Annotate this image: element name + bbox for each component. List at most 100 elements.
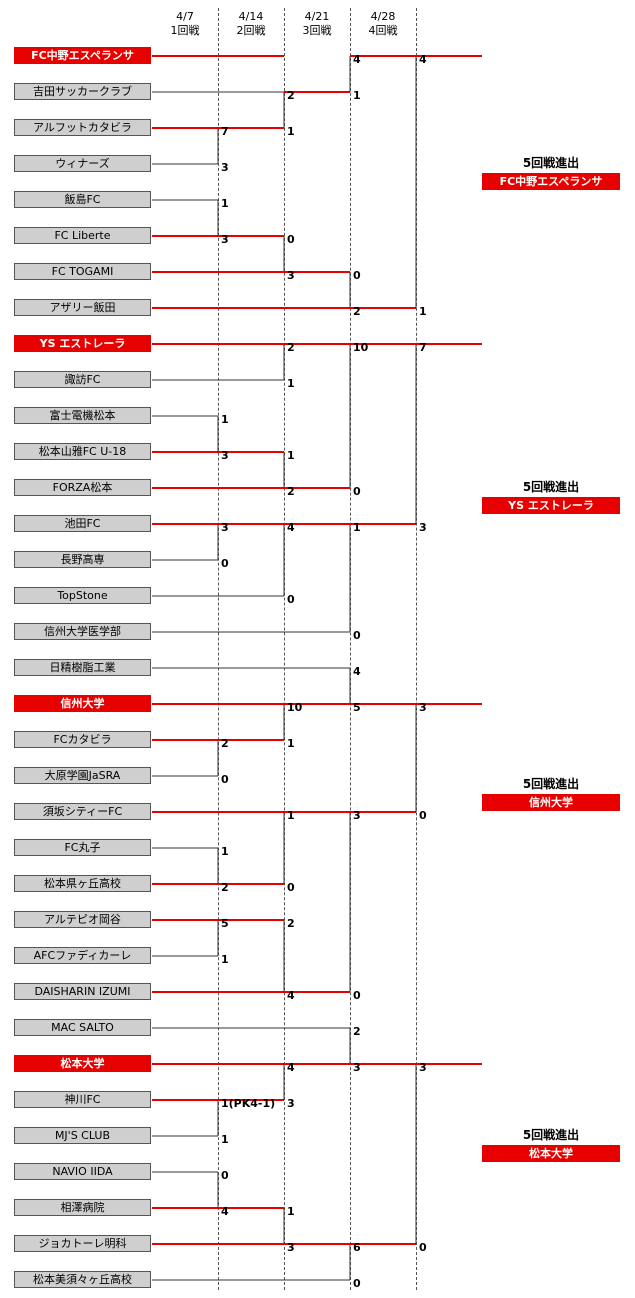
score-label: 1 [221, 953, 229, 966]
advanced-team[interactable]: 信州大学 [482, 794, 620, 811]
advanced-team[interactable]: FC中野エスペランサ [482, 173, 620, 190]
team-box[interactable]: 信州大学医学部 [14, 623, 151, 640]
score-label: 4 [221, 1205, 229, 1218]
score-label: 1(PK4-1) [221, 1097, 276, 1110]
score-label: 4 [287, 989, 295, 1002]
score-label: 0 [353, 989, 361, 1002]
score-label: 1 [419, 305, 427, 318]
advance-label: 5回戦進出 [522, 156, 580, 170]
team-box[interactable]: 須坂シティーFC [14, 803, 151, 820]
round-date: 4/21 [304, 10, 330, 23]
round-divider [416, 8, 417, 1290]
team-box[interactable]: FC TOGAMI [14, 263, 151, 280]
score-label: 2 [221, 737, 229, 750]
score-label: 3 [353, 809, 361, 822]
team-box[interactable]: アルテピオ岡谷 [14, 911, 151, 928]
team-box[interactable]: アルフットカタビラ [14, 119, 151, 136]
team-box[interactable]: 富士電機松本 [14, 407, 151, 424]
score-label: 4 [287, 1061, 295, 1074]
team-box[interactable]: 飯島FC [14, 191, 151, 208]
score-label: 7 [221, 125, 229, 138]
score-label: 0 [353, 485, 361, 498]
score-label: 3 [419, 701, 427, 714]
score-label: 3 [353, 1061, 361, 1074]
team-box[interactable]: FORZA松本 [14, 479, 151, 496]
team-box[interactable]: FCカタビラ [14, 731, 151, 748]
round-date: 4/7 [176, 10, 194, 23]
team-box[interactable]: MJ'S CLUB [14, 1127, 151, 1144]
team-box[interactable]: 松本山雅FC U-18 [14, 443, 151, 460]
score-label: 0 [353, 269, 361, 282]
score-label: 10 [353, 341, 369, 354]
advanced-team[interactable]: 松本大学 [482, 1145, 620, 1162]
team-box[interactable]: 松本大学 [14, 1055, 151, 1072]
team-box[interactable]: 松本県ヶ丘高校 [14, 875, 151, 892]
score-label: 3 [287, 269, 295, 282]
round-header-4: 4/28 4回戦 [353, 10, 413, 38]
score-label: 2 [353, 305, 361, 318]
score-label: 7 [419, 341, 427, 354]
team-box[interactable]: 信州大学 [14, 695, 151, 712]
score-label: 5 [353, 701, 361, 714]
score-label: 3 [221, 233, 229, 246]
score-label: 1 [287, 449, 295, 462]
team-box[interactable]: TopStone [14, 587, 151, 604]
round-divider [284, 8, 285, 1290]
round-divider [350, 8, 351, 1290]
score-label: 0 [353, 629, 361, 642]
team-box[interactable]: 大原学園JaSRA [14, 767, 151, 784]
score-label: 1 [221, 1133, 229, 1146]
round-header-3: 4/21 3回戦 [287, 10, 347, 38]
score-label: 1 [287, 737, 295, 750]
score-label: 0 [419, 1241, 427, 1254]
team-box[interactable]: 松本美須々ヶ丘高校 [14, 1271, 151, 1288]
round-date: 4/14 [238, 10, 264, 23]
team-box[interactable]: 吉田サッカークラブ [14, 83, 151, 100]
team-box[interactable]: FC丸子 [14, 839, 151, 856]
team-box[interactable]: ウィナーズ [14, 155, 151, 172]
team-box[interactable]: FC中野エスペランサ [14, 47, 151, 64]
team-box[interactable]: ジョカトーレ明科 [14, 1235, 151, 1252]
team-box[interactable]: アザリー飯田 [14, 299, 151, 316]
advance-label: 5回戦進出 [522, 480, 580, 494]
score-label: 1 [287, 1205, 295, 1218]
score-label: 0 [353, 1277, 361, 1290]
score-label: 10 [287, 701, 303, 714]
score-label: 1 [287, 809, 295, 822]
score-label: 3 [221, 521, 229, 534]
score-label: 2 [287, 89, 295, 102]
team-box[interactable]: FC Liberte [14, 227, 151, 244]
advance-block-4: 5回戦進出 松本大学 [482, 1128, 620, 1162]
advance-block-2: 5回戦進出 YS エストレーラ [482, 480, 620, 514]
team-box[interactable]: MAC SALTO [14, 1019, 151, 1036]
score-label: 2 [353, 1025, 361, 1038]
score-label: 4 [287, 521, 295, 534]
team-box[interactable]: 長野高専 [14, 551, 151, 568]
score-label: 0 [221, 557, 229, 570]
round-label: 1回戦 [170, 24, 200, 37]
team-box[interactable]: 相澤病院 [14, 1199, 151, 1216]
score-label: 0 [221, 1169, 229, 1182]
round-header-2: 4/14 2回戦 [221, 10, 281, 38]
round-label: 3回戦 [302, 24, 332, 37]
score-label: 6 [353, 1241, 361, 1254]
score-label: 0 [419, 809, 427, 822]
team-box[interactable]: 日精樹脂工業 [14, 659, 151, 676]
round-date: 4/28 [370, 10, 396, 23]
team-box[interactable]: 諏訪FC [14, 371, 151, 388]
score-label: 3 [419, 1061, 427, 1074]
advance-label: 5回戦進出 [522, 1128, 580, 1142]
team-box[interactable]: AFCファディカーレ [14, 947, 151, 964]
team-box[interactable]: YS エストレーラ [14, 335, 151, 352]
score-label: 3 [419, 521, 427, 534]
advance-block-1: 5回戦進出 FC中野エスペランサ [482, 156, 620, 190]
round-divider [218, 8, 219, 1290]
team-box[interactable]: NAVIO IIDA [14, 1163, 151, 1180]
score-label: 2 [221, 881, 229, 894]
team-box[interactable]: 池田FC [14, 515, 151, 532]
team-box[interactable]: 神川FC [14, 1091, 151, 1108]
team-box[interactable]: DAISHARIN IZUMI [14, 983, 151, 1000]
score-label: 1 [221, 845, 229, 858]
advanced-team[interactable]: YS エストレーラ [482, 497, 620, 514]
